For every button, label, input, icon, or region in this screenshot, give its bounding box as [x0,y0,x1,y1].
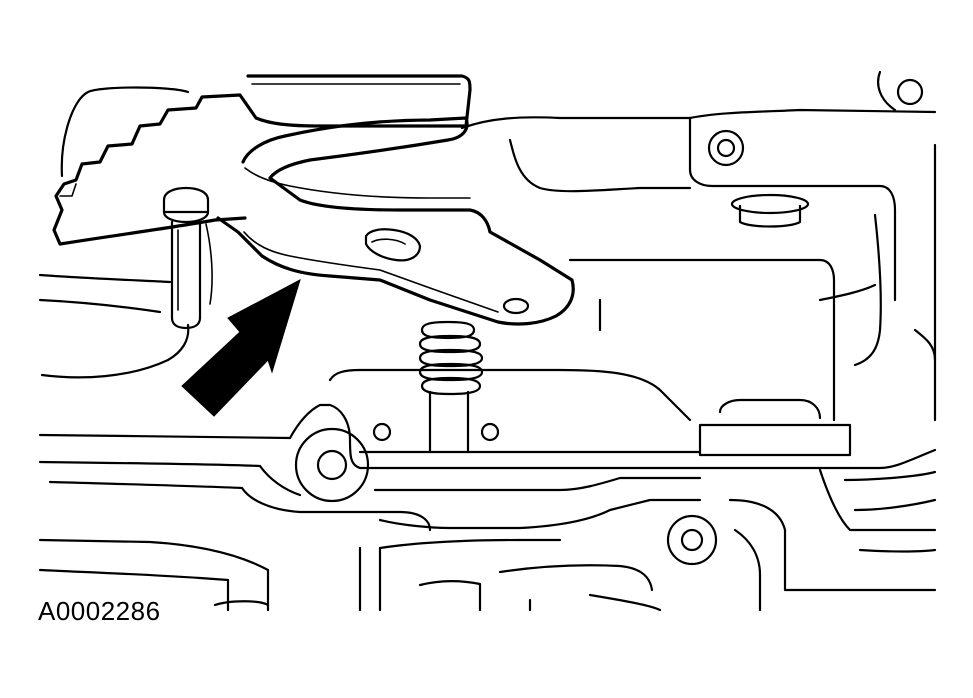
detent-plate-icon [52,74,472,246]
spring-icon [418,320,484,454]
valve-body-icon [38,70,937,612]
detent-lever-icon [216,116,575,326]
bolt-icon [162,186,213,330]
figure-reference-id: A0002286 [38,596,161,626]
pointer-arrow-icon [181,278,301,417]
